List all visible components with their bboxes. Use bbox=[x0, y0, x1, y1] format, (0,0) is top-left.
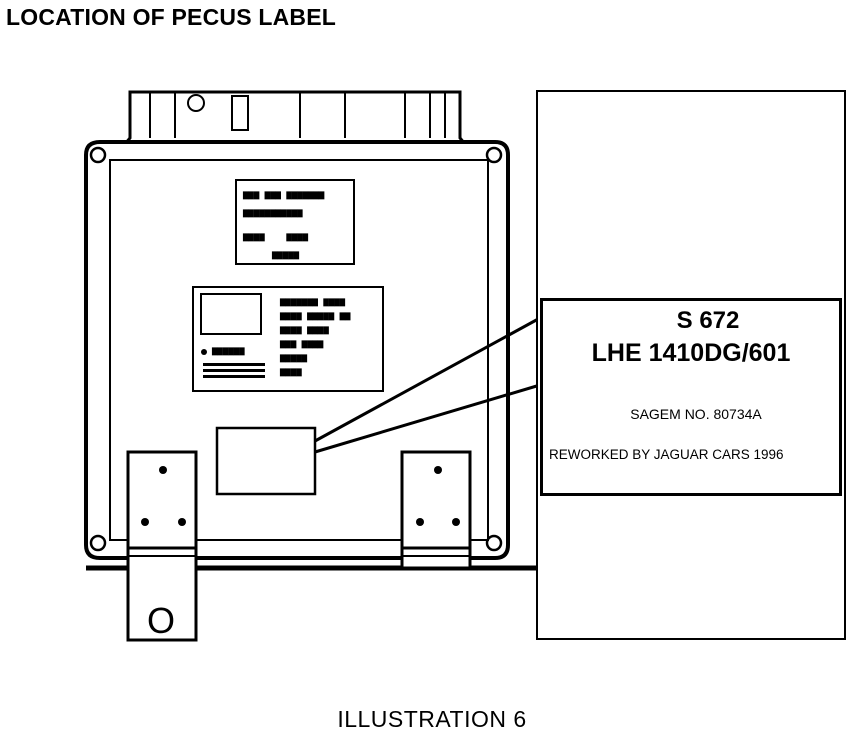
manufacturer-label bbox=[192, 286, 384, 392]
ecu-mid-label-print: ▆▆▆ ▆▆▆▆ bbox=[280, 339, 324, 349]
ecu-mid-label-print: ▆▆▆▆▆▆ bbox=[212, 346, 245, 356]
ecu-top-label-print: ▆▆▆▆ ▆▆▆▆ bbox=[243, 232, 309, 242]
ecu-mid-label-print: ▆▆▆▆ ▆▆▆▆ bbox=[280, 325, 329, 335]
ecu-mid-label-print: ▆▆▆▆ ▆▆▆▆▆ ▆▆ bbox=[280, 311, 351, 321]
page-title: LOCATION OF PECUS LABEL bbox=[6, 4, 337, 30]
pecus-label-code: S 672 bbox=[676, 307, 740, 334]
ecu-top-label-print: ▆▆▆▆▆▆▆▆▆▆▆ bbox=[243, 208, 303, 218]
ecu-top-label-print: ▆▆▆ ▆▆▆ ▆▆▆▆▆▆▆ bbox=[243, 190, 325, 200]
illustration-caption: ILLUSTRATION 6 bbox=[337, 706, 527, 732]
part-number-label bbox=[235, 179, 355, 265]
pecus-label-magnified: S 672 LHE 1410DG/601 SAGEM NO. 80734A RE… bbox=[540, 298, 842, 496]
pecus-label-rework-note: REWORKED BY JAGUAR CARS 1996 bbox=[549, 447, 784, 462]
bracket-marking: O bbox=[147, 600, 176, 641]
pecus-label-location bbox=[215, 426, 317, 496]
mounting-bracket-right bbox=[400, 450, 472, 570]
pecus-label-part-number: LHE 1410DG/601 bbox=[591, 339, 791, 367]
ecu-mid-label-print: ▆▆▆▆▆▆▆ ▆▆▆▆ bbox=[280, 297, 346, 307]
ecu-mid-label-print: ▆▆▆▆ bbox=[280, 367, 302, 377]
ecu-mid-label-print: ▆▆▆▆▆ bbox=[280, 353, 308, 363]
ecu-top-label-print: ▆▆▆▆▆ bbox=[272, 250, 300, 260]
mounting-bracket-left bbox=[126, 450, 198, 642]
pecus-label-sagem-number: SAGEM NO. 80734A bbox=[630, 406, 762, 422]
